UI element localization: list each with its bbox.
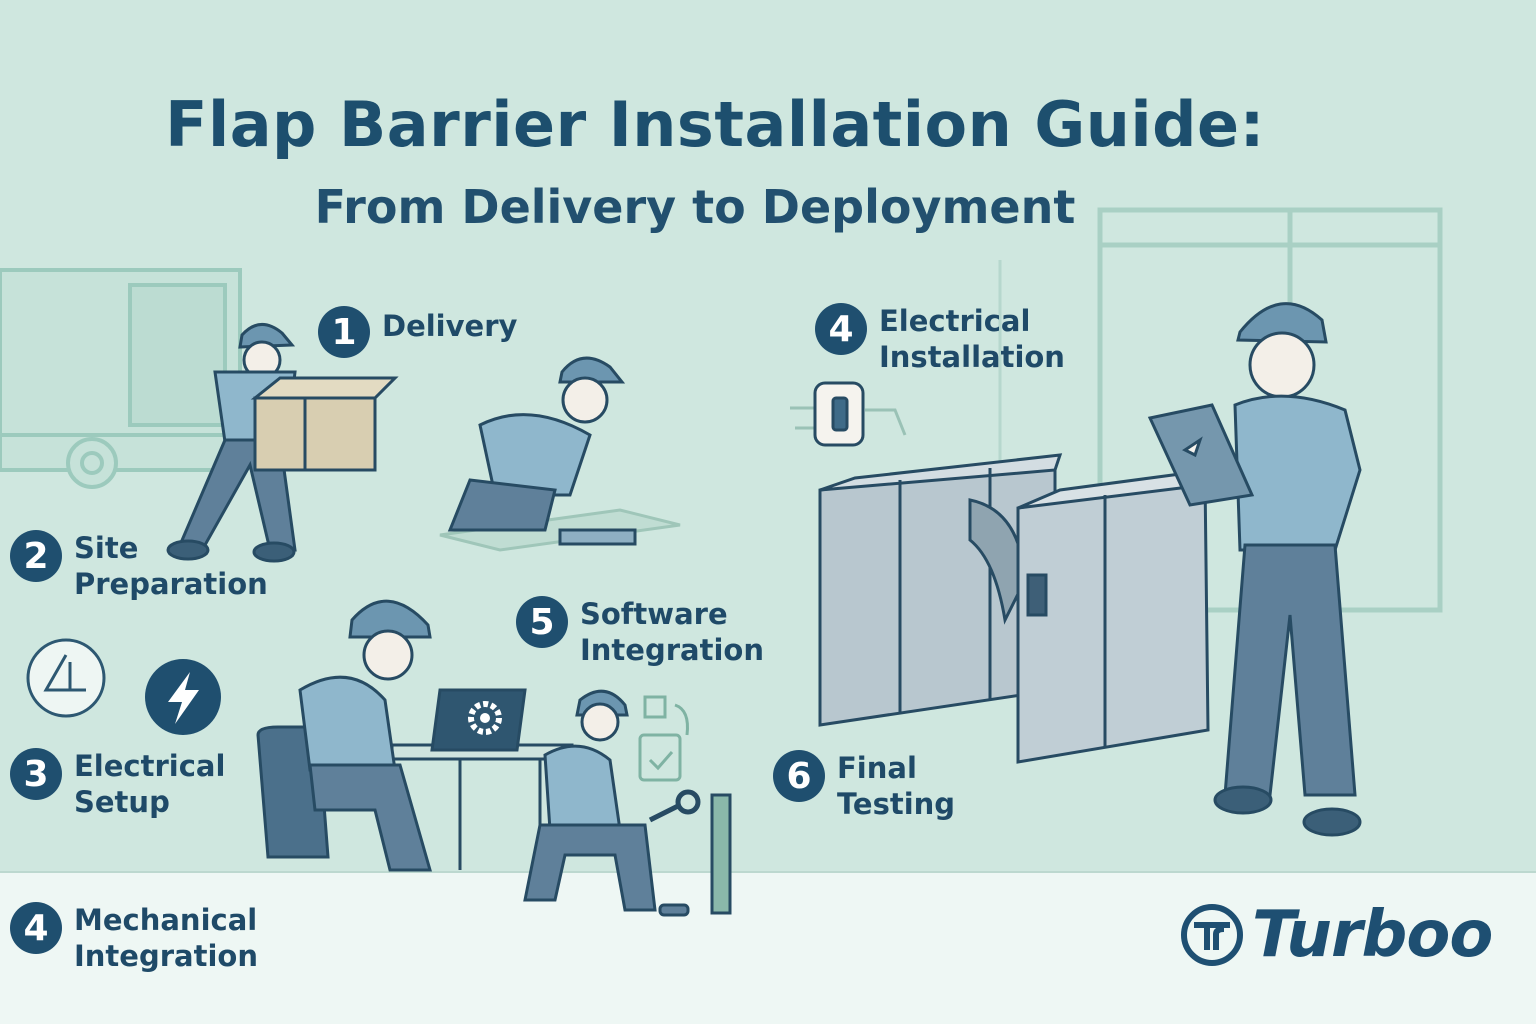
truck-icon bbox=[0, 268, 242, 489]
step-number-badge: 2 bbox=[10, 530, 62, 582]
step-number-badge: 1 bbox=[318, 306, 370, 358]
gear-icon bbox=[468, 701, 502, 735]
step-number-badge: 4 bbox=[10, 902, 62, 954]
checklist-icon bbox=[638, 695, 689, 782]
step-label: Mechanical Integration bbox=[74, 903, 258, 973]
page-title: Flap Barrier Installation Guide: bbox=[165, 88, 1265, 161]
step-label: Software Integration bbox=[580, 597, 764, 667]
step-label: Delivery bbox=[382, 309, 518, 343]
wrench-icon bbox=[648, 789, 701, 823]
step-mechanical-integration: 4 Mechanical Integration bbox=[10, 902, 258, 974]
step-number-badge: 3 bbox=[10, 748, 62, 800]
step-electrical-installation: 4 Electrical Installation bbox=[815, 303, 1065, 375]
worker-with-wrench bbox=[523, 689, 732, 917]
worker-kneeling-site-prep bbox=[439, 356, 681, 552]
step-label: Electrical Setup bbox=[74, 749, 226, 819]
step-delivery: 1 Delivery bbox=[318, 306, 517, 358]
step-label: Electrical Installation bbox=[879, 304, 1065, 374]
brand-logo: Turboo bbox=[1180, 898, 1493, 972]
step-label: Final Testing bbox=[837, 751, 956, 821]
step-site-preparation: 2 Site Preparation bbox=[10, 530, 268, 602]
step-software-integration: 5 Software Integration bbox=[516, 596, 764, 668]
floor-band bbox=[0, 872, 1536, 1024]
step-number-badge: 6 bbox=[773, 750, 825, 802]
step-label: Site Preparation bbox=[74, 531, 268, 601]
step-number-badge: 5 bbox=[516, 596, 568, 648]
electrical-socket-icon bbox=[790, 381, 907, 447]
step-number-badge: 4 bbox=[815, 303, 867, 355]
turboo-logo-icon bbox=[1181, 904, 1243, 966]
lightning-bolt-icon bbox=[145, 659, 221, 735]
worker-at-laptop bbox=[256, 599, 574, 872]
box-icon bbox=[250, 376, 399, 472]
tablet-icon bbox=[1147, 403, 1255, 507]
worker-with-tablet bbox=[1213, 302, 1362, 837]
step-electrical-setup: 3 Electrical Setup bbox=[10, 748, 225, 820]
page-subtitle: From Delivery to Deployment bbox=[314, 180, 1076, 234]
brand-name: Turboo bbox=[1252, 898, 1493, 972]
step-final-testing: 6 Final Testing bbox=[773, 750, 955, 822]
warning-triangle-icon bbox=[26, 638, 106, 718]
flap-barrier-gates bbox=[818, 453, 1213, 764]
